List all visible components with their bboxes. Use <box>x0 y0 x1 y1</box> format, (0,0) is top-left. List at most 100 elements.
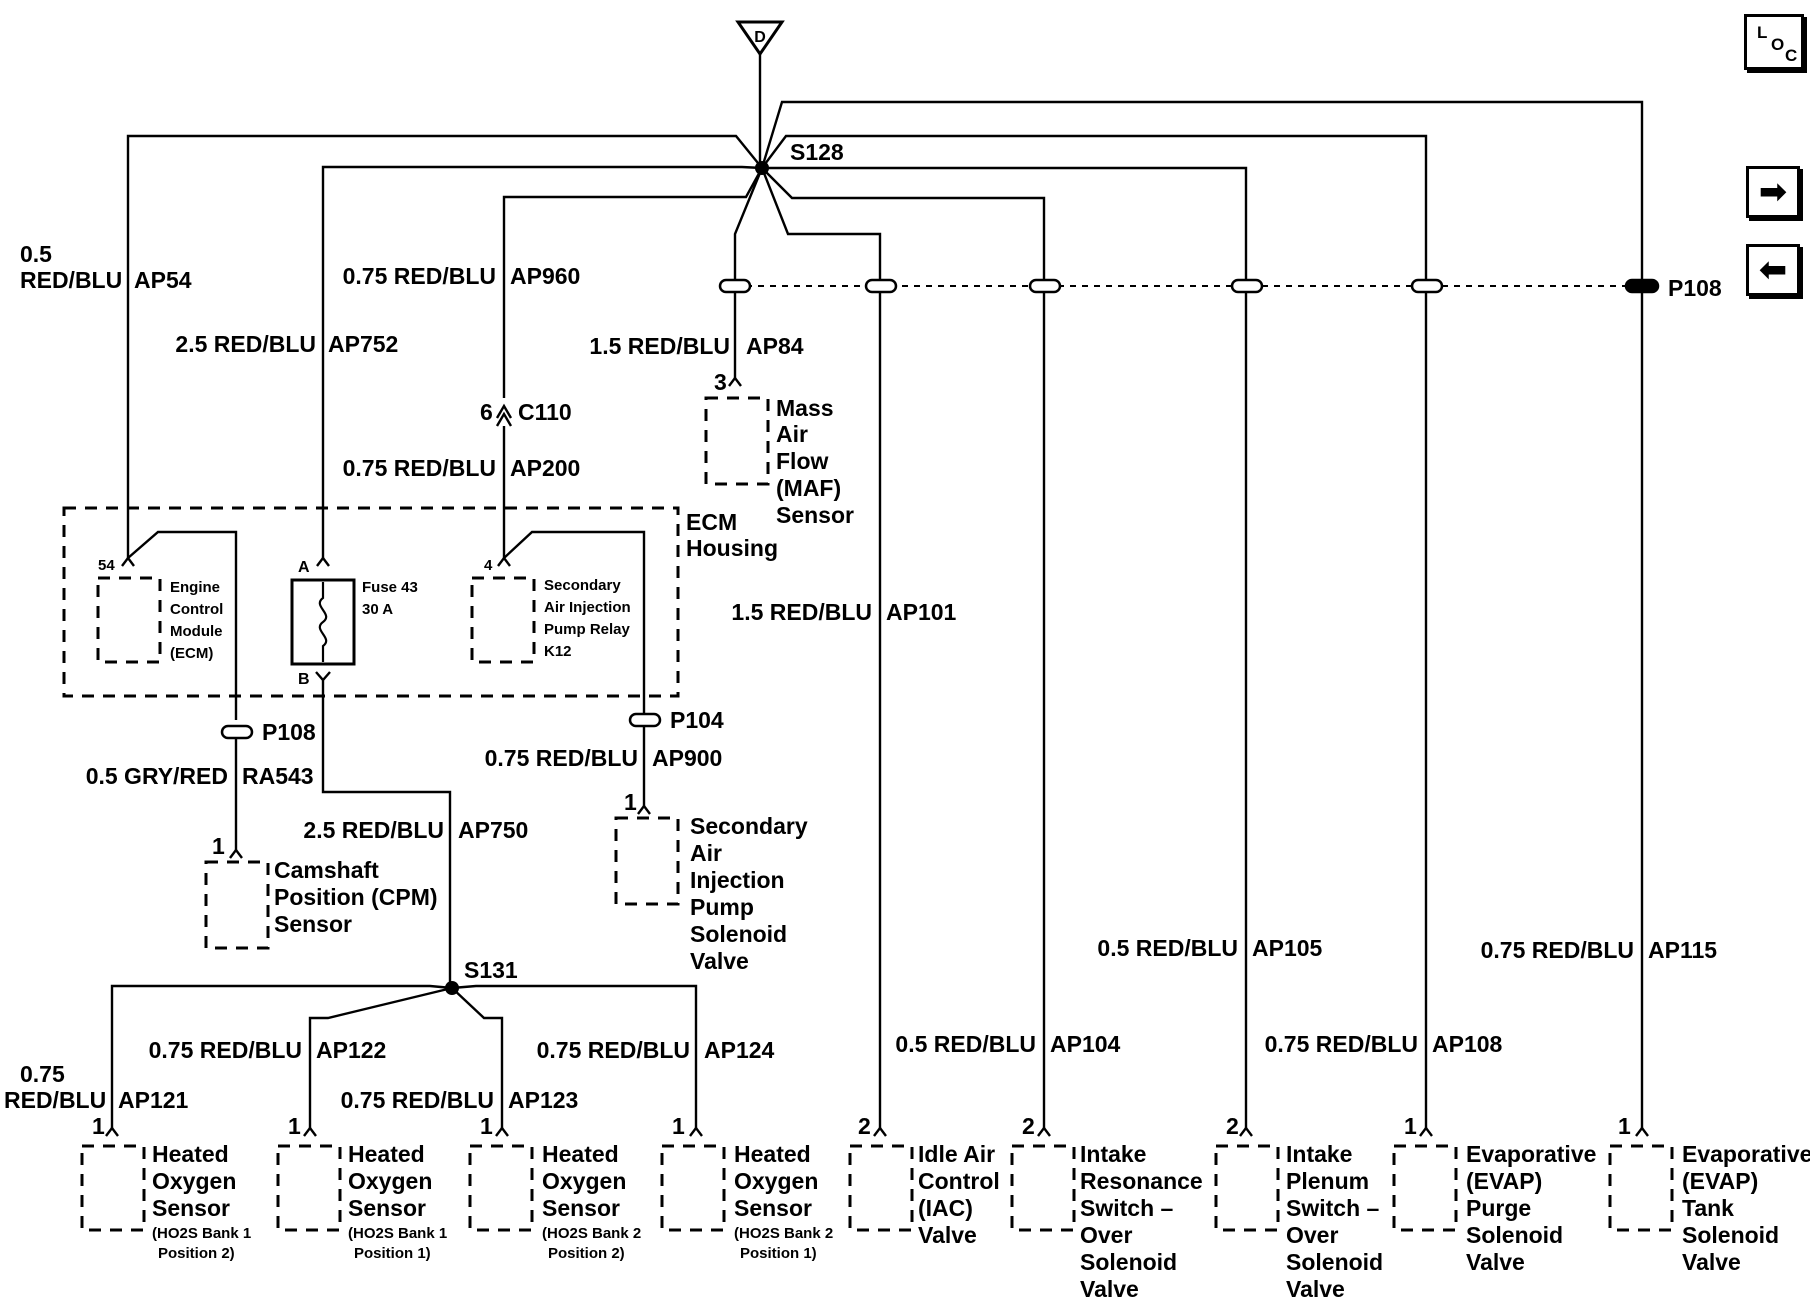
evap-purge-solenoid: 1 Evaporative (EVAP) Purge Solenoid Valv… <box>1392 1113 1596 1275</box>
c110-pin: 6 <box>480 399 493 425</box>
iac-pin: 2 <box>858 1113 871 1139</box>
wire-ap960 <box>502 167 764 398</box>
wire-ap200-label: 0.75 RED/BLU <box>343 455 496 481</box>
wire-ap115-circuit: AP115 <box>1648 937 1717 963</box>
resonance-text-3: Switch – <box>1080 1195 1174 1221</box>
ho2s-b2p1-text-3: Sensor <box>734 1195 812 1221</box>
ho2s-b1p2-sub-1: (HO2S Bank 1 <box>152 1225 251 1242</box>
connector-p108-label: P108 <box>1668 275 1722 301</box>
air-sol-text-5: Solenoid <box>690 921 787 947</box>
intake-plenum-solenoid: 2 Intake Plenum Switch – Over Solenoid V… <box>1214 1113 1383 1302</box>
resonance-pin: 2 <box>1022 1113 1035 1139</box>
wire-ap101-circuit: AP101 <box>886 599 957 625</box>
wire-ra543-circuit: RA543 <box>242 763 314 789</box>
resonance-text-6: Valve <box>1080 1276 1139 1302</box>
iac-text-2: Control <box>918 1168 1000 1194</box>
wire-ap105 <box>762 166 1248 1128</box>
wire-ap123-circuit: AP123 <box>508 1087 578 1113</box>
evap-tank-text-2: (EVAP) <box>1682 1168 1758 1194</box>
iac-text-4: Valve <box>918 1222 977 1248</box>
fuse-icon <box>318 582 328 662</box>
air-sol-text-4: Pump <box>690 894 754 920</box>
next-page-button[interactable]: ➡ <box>1746 166 1800 218</box>
wire-ap121-color: RED/BLU <box>4 1087 106 1113</box>
relay-text-2: Air Injection <box>544 599 631 616</box>
ecm-housing-label-2: Housing <box>686 535 778 561</box>
evap-purge-text-5: Valve <box>1466 1249 1525 1275</box>
ho2s-b2p2-text-2: Oxygen <box>542 1168 626 1194</box>
air-sol-text-2: Air <box>690 840 722 866</box>
ho2s-bank1-position1: 1 Heated Oxygen Sensor (HO2S Bank 1 Posi… <box>276 1113 447 1262</box>
evap-tank-text-4: Solenoid <box>1682 1222 1779 1248</box>
ho2s-b2p1-sub-2: Position 1) <box>740 1245 817 1262</box>
wire-ap750 <box>321 692 452 985</box>
c110-label: C110 <box>518 399 572 425</box>
maf-text-1: Mass <box>776 395 834 421</box>
wire-ap123 <box>451 987 504 1128</box>
air-pump-relay: 4 Secondary Air Injection Pump Relay K12 <box>470 530 646 720</box>
wire-ap108-circuit: AP108 <box>1432 1031 1503 1057</box>
evap-tank-text-3: Tank <box>1682 1195 1734 1221</box>
fuse-43: A Fuse 43 30 A B <box>290 556 418 692</box>
evap-tank-pin: 1 <box>1618 1113 1631 1139</box>
camshaft-position-sensor: 1 Camshaft Position (CPM) Sensor <box>204 833 438 950</box>
ecm-text-3: Module <box>170 623 223 640</box>
wire-ap752 <box>321 165 763 558</box>
ho2s-b2p1-pin: 1 <box>672 1113 685 1139</box>
maf-text-3: Flow <box>776 448 828 474</box>
loc-letter-l: L <box>1757 23 1768 42</box>
arrow-right-icon: ➡ <box>1758 173 1788 211</box>
wire-ap124 <box>451 984 698 1128</box>
cmp-pin: 1 <box>212 833 225 859</box>
location-button[interactable]: L O C <box>1744 14 1804 70</box>
ecm-module: 54 Engine Control Module (ECM) <box>96 530 238 720</box>
wire-ap750-label: 2.5 RED/BLU <box>303 817 444 843</box>
air-sol-text-6: Valve <box>690 948 749 974</box>
previous-page-button[interactable]: ⬅ <box>1746 244 1800 296</box>
wire-ap108-label: 0.75 RED/BLU <box>1265 1031 1418 1057</box>
resonance-text-4: Over <box>1080 1222 1132 1248</box>
wire-ra543-label: 0.5 GRY/RED <box>86 763 228 789</box>
relay-text-4: K12 <box>544 643 572 660</box>
relay-pin: 4 <box>484 557 493 574</box>
arrow-left-icon: ⬅ <box>1758 251 1788 289</box>
evap-tank-solenoid: 1 Evaporative (EVAP) Tank Solenoid Valve <box>1608 1113 1810 1275</box>
wire-ap84 <box>733 167 764 378</box>
ho2s-b1p2-text-1: Heated <box>152 1141 229 1167</box>
air-sol-text-3: Injection <box>690 867 785 893</box>
maf-text-4: (MAF) <box>776 475 841 501</box>
idle-air-control-valve: 2 Idle Air Control (IAC) Valve <box>848 1113 1000 1248</box>
intake-resonance-solenoid: 2 Intake Resonance Switch – Over Solenoi… <box>1010 1113 1203 1302</box>
cmp-text-3: Sensor <box>274 911 352 937</box>
splice-s131-label: S131 <box>464 957 518 983</box>
wire-ap101 <box>760 167 882 1128</box>
wire-ap108 <box>761 134 1428 1128</box>
wire-ap960-circuit: AP960 <box>510 263 580 289</box>
evap-tank-text-1: Evaporative <box>1682 1141 1810 1167</box>
ground-symbol-d: D <box>735 20 785 57</box>
ho2s-b2p2-sub-1: (HO2S Bank 2 <box>542 1225 641 1242</box>
air-sol-text-1: Secondary <box>690 813 808 839</box>
wire-ap900-circuit: AP900 <box>652 745 722 771</box>
evap-purge-text-3: Purge <box>1466 1195 1531 1221</box>
ho2s-bank2-position2: 1 Heated Oxygen Sensor (HO2S Bank 2 Posi… <box>468 1113 641 1262</box>
wire-ap900-label: 0.75 RED/BLU <box>485 745 638 771</box>
wire-ap123-label: 0.75 RED/BLU <box>341 1087 494 1113</box>
wire-ap54 <box>126 134 763 558</box>
wire-ap104-label: 0.5 RED/BLU <box>895 1031 1036 1057</box>
secondary-air-solenoid: 1 Secondary Air Injection Pump Solenoid … <box>614 789 808 974</box>
ecm-text-4: (ECM) <box>170 645 213 662</box>
resonance-text-1: Intake <box>1080 1141 1146 1167</box>
wire-ap122-circuit: AP122 <box>316 1037 386 1063</box>
wire-ap54-circuit: AP54 <box>134 267 192 293</box>
wire-ap960-label: 0.75 RED/BLU <box>343 263 496 289</box>
maf-sensor: 3 Mass Air Flow (MAF) Sensor <box>704 369 854 528</box>
wire-ap200-circuit: AP200 <box>510 455 580 481</box>
wire-ap115 <box>760 100 1644 1128</box>
evap-purge-pin: 1 <box>1404 1113 1417 1139</box>
wire-ap54-size: 0.5 <box>20 241 52 267</box>
resonance-text-5: Solenoid <box>1080 1249 1177 1275</box>
ho2s-b1p1-pin: 1 <box>288 1113 301 1139</box>
maf-pin: 3 <box>714 369 727 395</box>
wire-ap124-label: 0.75 RED/BLU <box>537 1037 690 1063</box>
